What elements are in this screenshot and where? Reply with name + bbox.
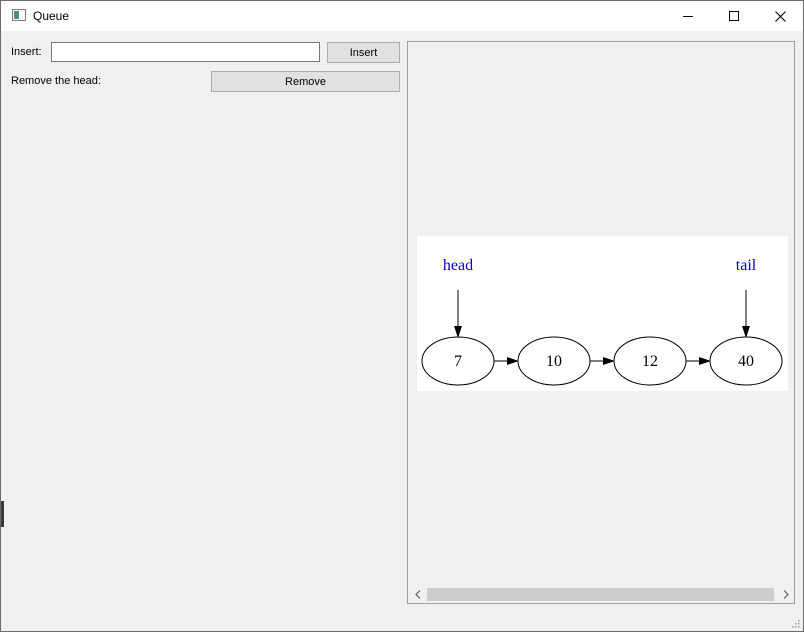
minimize-icon [683, 16, 693, 17]
head-pointer-label: head [443, 257, 473, 274]
window-icon [12, 9, 26, 21]
maximize-button[interactable] [711, 1, 757, 31]
graph-view[interactable]: 7 10 12 40 head tail [407, 41, 795, 604]
queue-graph: 7 10 12 40 head tail [417, 236, 788, 391]
background-window-edge [1, 501, 4, 527]
horizontal-scrollbar[interactable] [409, 586, 794, 603]
queue-graph-svg: 7 10 12 40 head tail [421, 257, 783, 386]
tail-pointer-label: tail [736, 257, 757, 274]
queue-node-label: 7 [454, 353, 462, 370]
chevron-right-icon [783, 590, 789, 599]
scroll-track[interactable] [426, 586, 777, 603]
minimize-button[interactable] [665, 1, 711, 31]
resize-grip-icon[interactable] [789, 617, 801, 629]
maximize-icon [729, 11, 739, 21]
title-bar[interactable]: Queue [1, 1, 803, 31]
scroll-left-button[interactable] [409, 586, 426, 603]
queue-node-label: 10 [546, 353, 562, 370]
insert-button[interactable]: Insert [327, 42, 400, 63]
close-icon [774, 10, 786, 22]
queue-node: 12 [613, 336, 687, 386]
queue-node: 40 [709, 336, 783, 386]
window-title: Queue [33, 9, 70, 23]
insert-input[interactable] [51, 42, 320, 62]
chevron-left-icon [414, 590, 420, 599]
queue-node: 10 [517, 336, 591, 386]
close-button[interactable] [757, 1, 803, 31]
queue-node-label: 12 [642, 353, 658, 370]
insert-label: Insert: [11, 46, 42, 58]
controls-panel: Insert: Insert Remove the head: Remove [1, 31, 405, 631]
queue-node-label: 40 [738, 353, 754, 370]
scroll-right-button[interactable] [777, 586, 794, 603]
scroll-thumb[interactable] [427, 588, 774, 601]
remove-button[interactable]: Remove [211, 71, 400, 92]
remove-head-label: Remove the head: [11, 75, 101, 87]
queue-node: 7 [421, 336, 495, 386]
